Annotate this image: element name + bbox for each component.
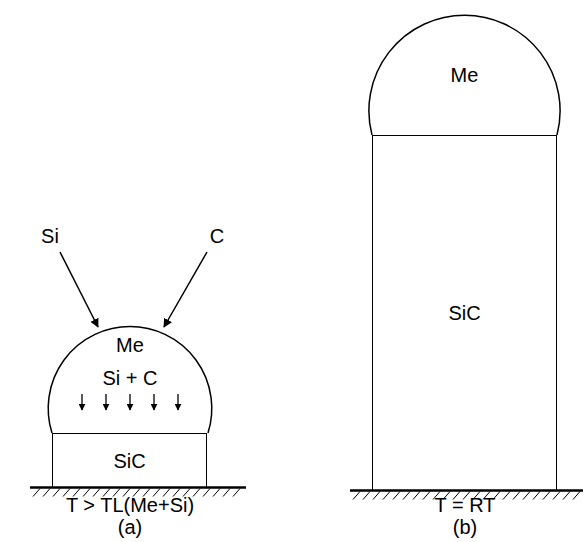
ground-hatch (33, 489, 40, 497)
ground-hatch (533, 492, 540, 500)
sic-crystal: SiC (52, 433, 207, 488)
ground-hatch (203, 489, 210, 497)
metal-droplet: Me (369, 15, 560, 135)
ground-hatch (213, 489, 220, 497)
ground-hatch (383, 492, 390, 500)
material-label: SiC (448, 301, 480, 325)
material-label: Me (369, 63, 560, 87)
material-label: Me (48, 333, 212, 357)
droplet-outline (48, 327, 212, 433)
ground-hatch (363, 492, 370, 500)
droplet-outline (369, 15, 560, 135)
ground-hatch (423, 492, 430, 500)
material-label: SiC (113, 449, 145, 473)
ground-hatch (573, 492, 580, 500)
ground-hatch (393, 492, 400, 500)
ground-hatch (223, 489, 230, 497)
ground-hatch (403, 492, 410, 500)
deposition-arrows (82, 394, 178, 410)
ground-hatch (353, 492, 360, 500)
condition-label: T > TL(Me+Si) (66, 493, 194, 517)
sic-crystal: SiC (372, 135, 557, 491)
ground-hatch (543, 492, 550, 500)
ground-hatch (233, 489, 240, 497)
metal-droplet: Me Si + C (48, 325, 212, 433)
ground-hatch (413, 492, 420, 500)
ground-hatch (523, 492, 530, 500)
ground-hatch (553, 492, 560, 500)
panel-label: (a) (118, 515, 142, 539)
ground-hatch (563, 492, 570, 500)
species-label: C (210, 224, 224, 248)
flux-arrow (60, 252, 207, 327)
panel-label: (b) (453, 515, 477, 539)
condition-label: T = RT (435, 493, 496, 517)
ground-hatch (513, 492, 520, 500)
solute-label: Si + C (48, 366, 212, 390)
ground-hatch (53, 489, 60, 497)
species-label: Si (41, 224, 59, 248)
ground-hatch (503, 492, 510, 500)
ground-hatch (373, 492, 380, 500)
ground-hatch (43, 489, 50, 497)
